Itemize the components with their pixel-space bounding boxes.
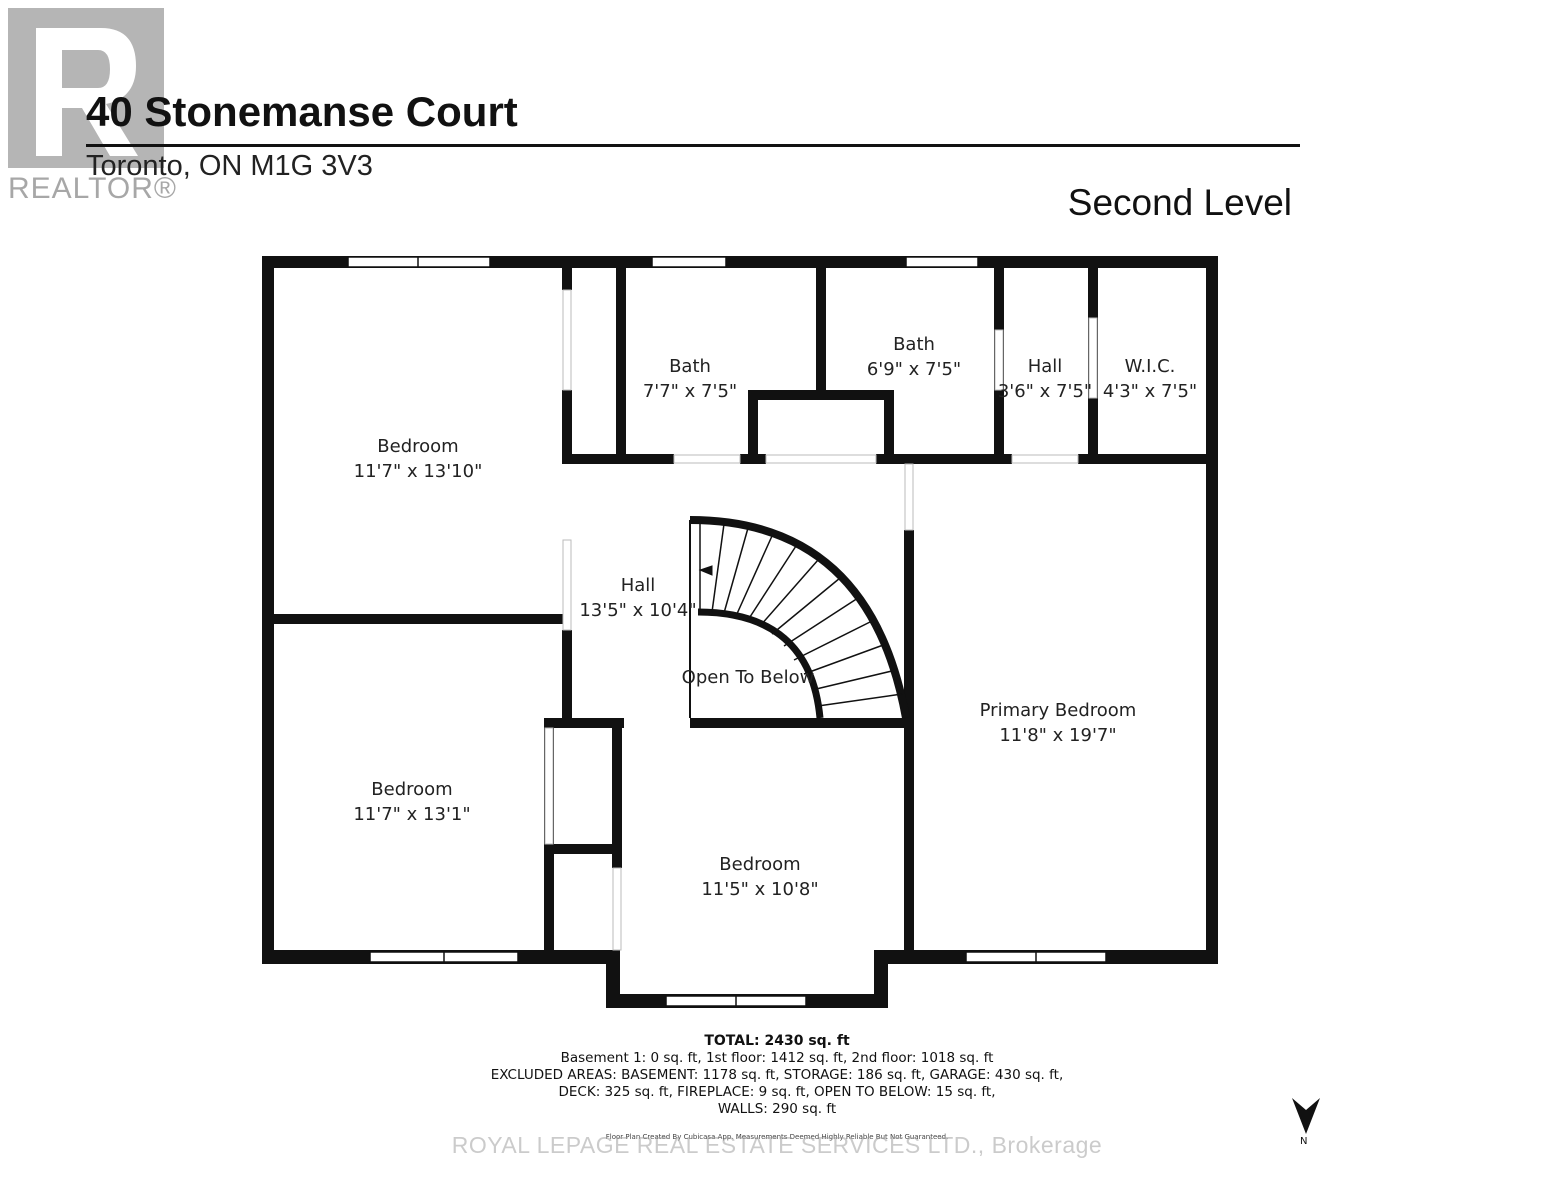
- room-dimensions: 7'7" x 7'5": [643, 381, 737, 402]
- room-name: W.I.C.: [1125, 356, 1176, 377]
- property-address: 40 Stonemanse Court: [86, 88, 518, 135]
- total-area: TOTAL: 2430 sq. ft: [704, 1033, 850, 1049]
- room-dimensions: 6'9" x 7'5": [867, 359, 961, 380]
- north-arrow-icon: [1292, 1098, 1320, 1134]
- room-name: Bedroom: [719, 854, 800, 875]
- room-dimensions: 3'6" x 7'5": [998, 381, 1092, 402]
- room-name: Primary Bedroom: [980, 700, 1137, 721]
- room-name: Bedroom: [371, 779, 452, 800]
- room-dimensions: 11'5" x 10'8": [701, 879, 818, 900]
- excluded-areas: EXCLUDED AREAS: BASEMENT: 1178 sq. ft, S…: [490, 1067, 1064, 1083]
- walls-area: WALLS: 290 sq. ft: [717, 1101, 837, 1117]
- room-dimensions: 11'8" x 19'7": [999, 725, 1116, 746]
- room-name: Bath: [669, 356, 711, 377]
- area-totals: TOTAL: 2430 sq. ft Basement 1: 0 sq. ft,…: [0, 1033, 1554, 1118]
- excluded-areas-cont: DECK: 325 sq. ft, FIREPLACE: 9 sq. ft, O…: [558, 1084, 996, 1100]
- windows: [347, 256, 1107, 1007]
- realtor-logo: [8, 8, 164, 168]
- floor-level-label: Second Level: [1067, 182, 1292, 223]
- compass-label: N: [1300, 1136, 1308, 1147]
- room-dimensions: 11'7" x 13'10": [354, 461, 483, 482]
- room-dimensions: 11'7" x 13'1": [353, 804, 470, 825]
- room-name: Bedroom: [377, 436, 458, 457]
- room-name: Hall: [621, 575, 656, 596]
- door-openings: [544, 289, 1098, 951]
- floor-areas: Basement 1: 0 sq. ft, 1st floor: 1412 sq…: [560, 1050, 994, 1066]
- room-labels: Bedroom 11'7" x 13'10" Bath 7'7" x 7'5" …: [353, 334, 1197, 900]
- property-city-line: Toronto, ON M1G 3V3: [86, 150, 373, 182]
- room-dimensions: 4'3" x 7'5": [1103, 381, 1197, 402]
- title-divider: [86, 144, 1300, 147]
- room-name: Hall: [1028, 356, 1063, 377]
- staircase: [689, 516, 910, 719]
- realtor-wordmark: REALTOR®: [8, 172, 178, 205]
- open-to-below-label: Open To Below: [682, 667, 815, 688]
- floor-plan-credit: Floor Plan Created By Cubicasa App. Meas…: [605, 1133, 949, 1141]
- room-name: Bath: [893, 334, 935, 355]
- brokerage-watermark: ROYAL LEPAGE REAL ESTATE SERVICES LTD., …: [451, 1132, 1103, 1158]
- room-dimensions: 13'5" x 10'4": [579, 600, 696, 621]
